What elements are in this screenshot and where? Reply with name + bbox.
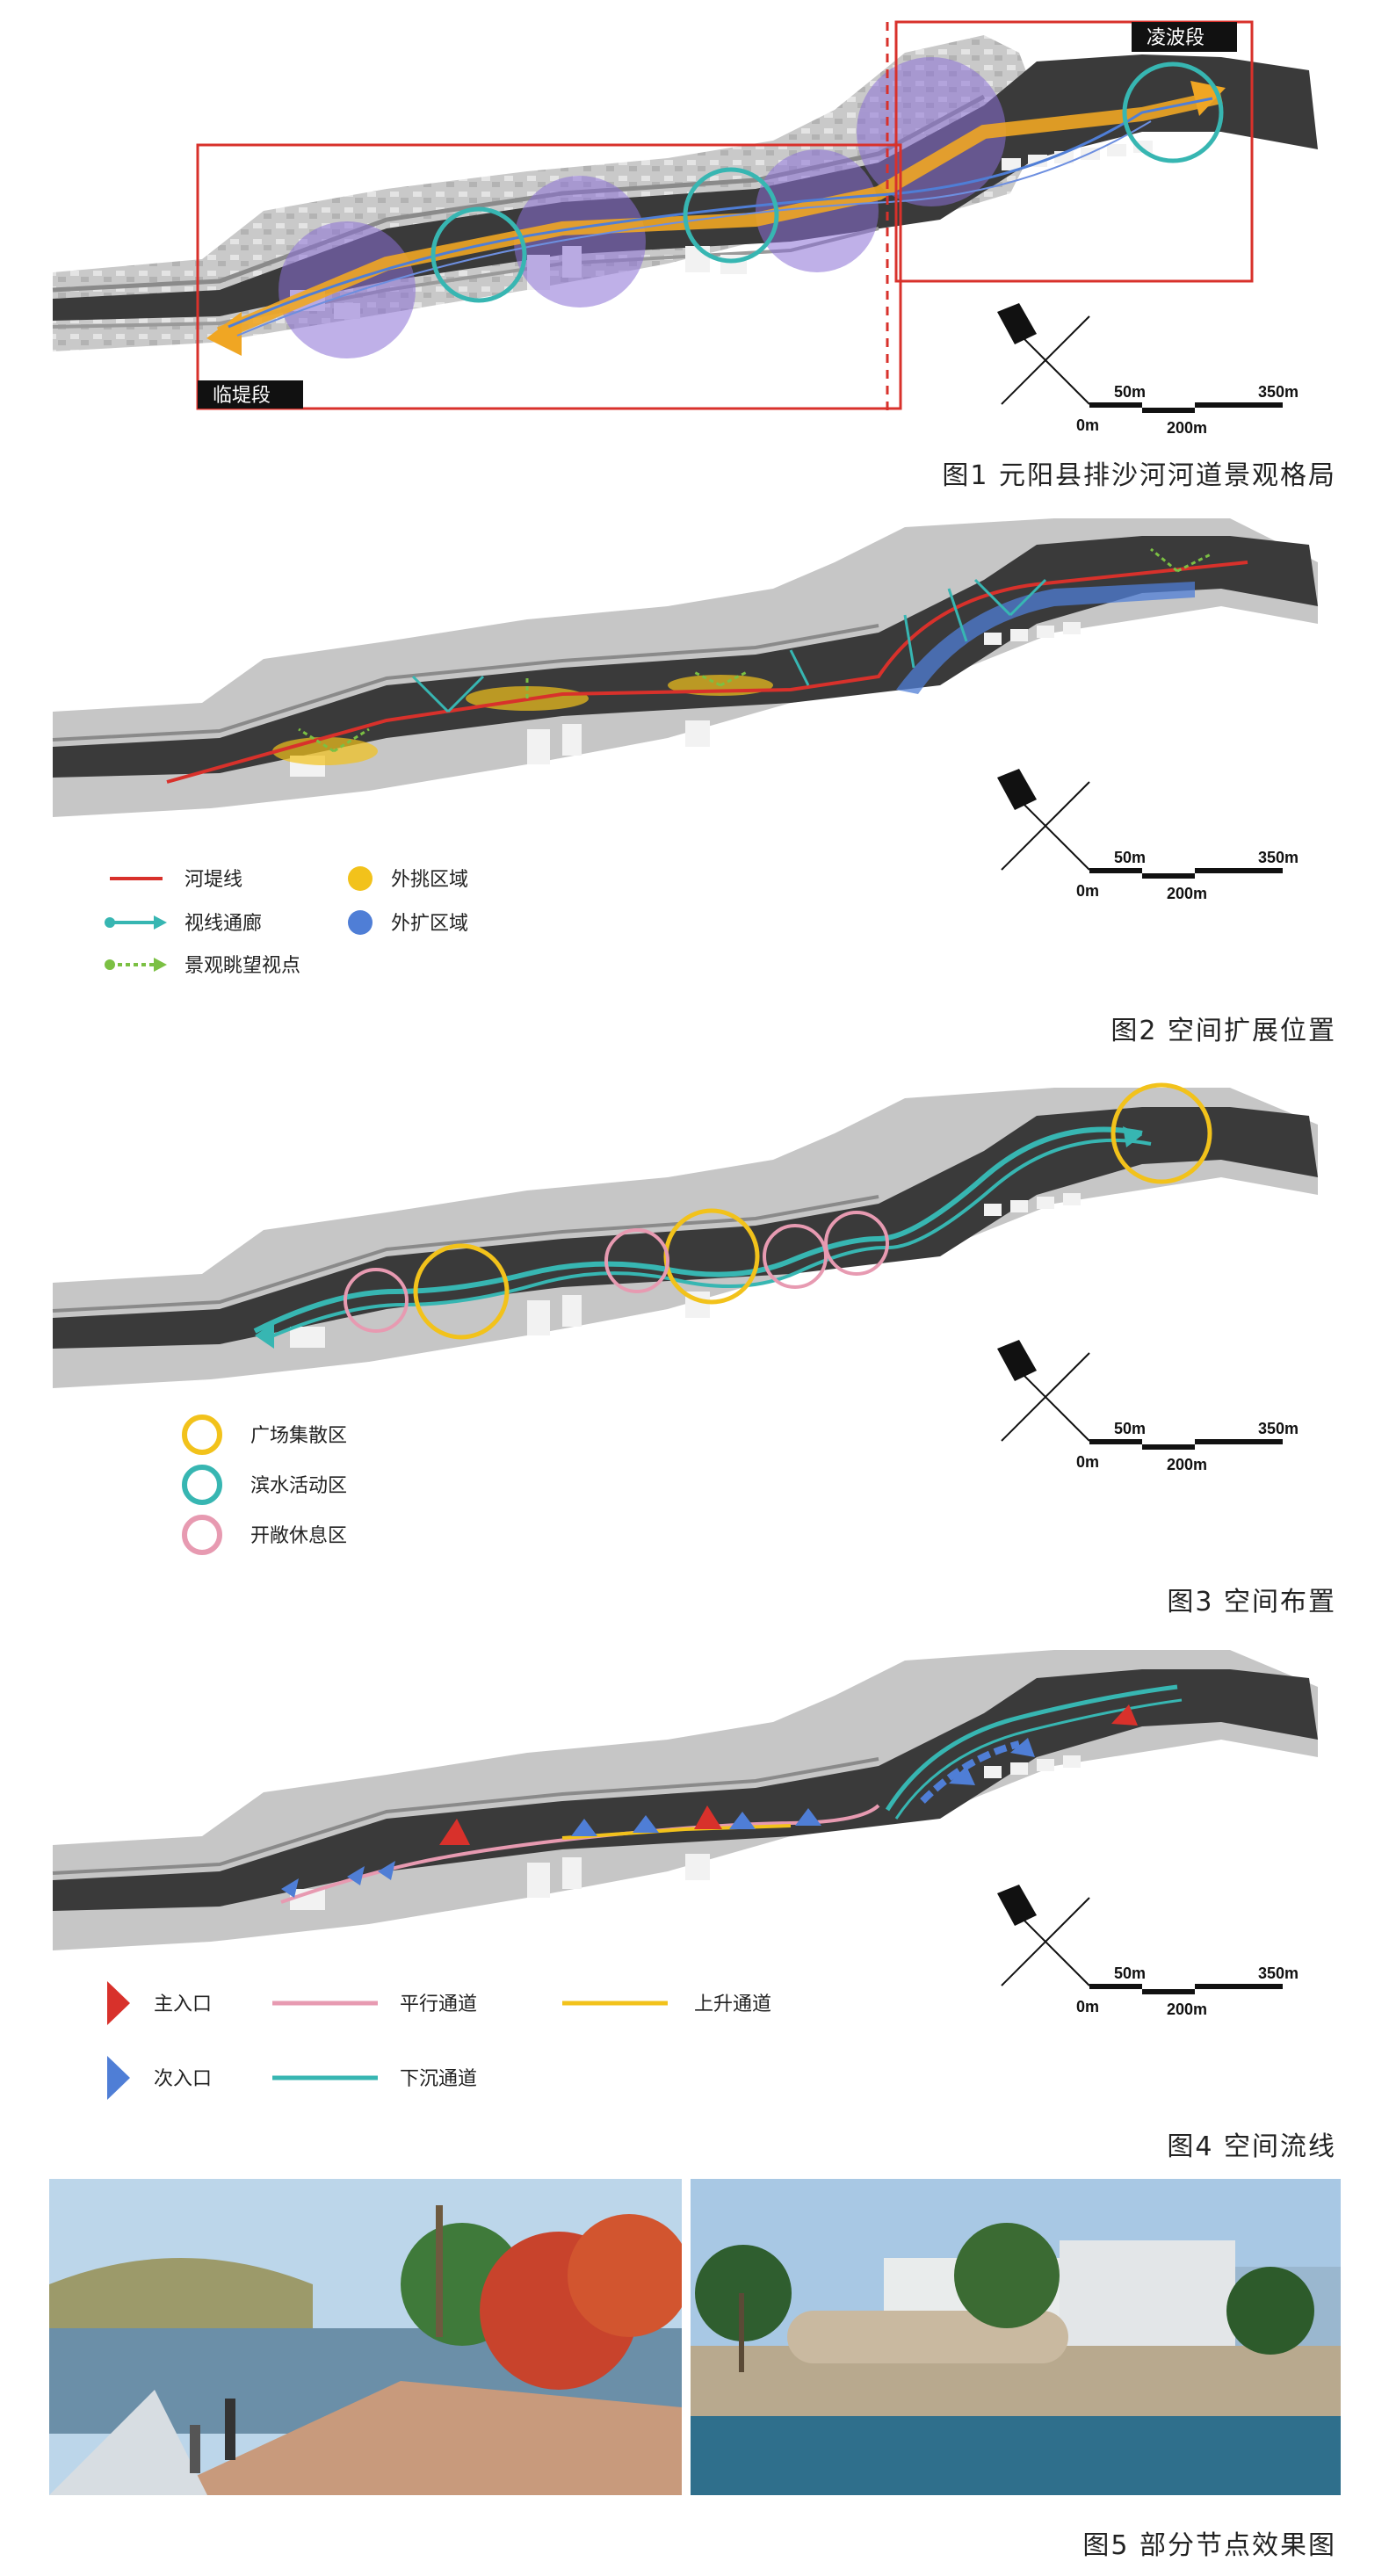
scale-bar: 0m 50m 200m 350m	[1076, 1965, 1299, 2018]
fig5-caption: 图5 部分节点效果图	[1082, 2530, 1336, 2561]
legend-viewpoint: 景观眺望视点	[184, 955, 300, 977]
legend-levee: 河堤线	[184, 869, 242, 891]
tag-east-bg	[1132, 22, 1237, 52]
fig3-map: 0m 50m 200m 350m 广场集散区 滨水活动区 开敞休息区	[52, 1082, 1318, 1555]
blue-ramp	[920, 1740, 1020, 1804]
fig5-render-right	[691, 2179, 1341, 2495]
scale-50m: 50m	[1114, 1965, 1146, 1982]
legend-ascend: 上升通道	[694, 1994, 771, 2015]
fig2-map: 0m 50m 200m 350m 河堤线 视线通廊 景观眺望视点 外挑区域 外扩…	[52, 518, 1318, 977]
scale-0m: 0m	[1076, 1998, 1099, 2015]
north-arrow	[997, 769, 1090, 871]
scale-50m: 50m	[1114, 849, 1146, 866]
fig4-legend: 主入口 平行通道 上升通道 次入口 下沉通道	[107, 1981, 771, 2100]
legend-plaza: 广场集散区	[250, 1425, 347, 1447]
scale-200m: 200m	[1167, 419, 1207, 437]
levee-line	[166, 561, 1248, 784]
frame-west	[196, 143, 902, 410]
orange-arrow-west	[206, 312, 242, 356]
legend-expand: 外扩区域	[391, 913, 468, 935]
descend-path	[894, 1698, 1183, 1820]
main-entries	[439, 1704, 1138, 1845]
secondary-entries	[281, 1738, 1035, 1898]
blue-flow-line	[228, 97, 1213, 329]
scale-bar: 0m 50m 200m 350m	[1076, 849, 1299, 902]
expand-zone	[896, 582, 1195, 694]
fig3-caption: 图3 空间布置	[1167, 1587, 1336, 1617]
buildings	[290, 1755, 1081, 1910]
road	[52, 1195, 879, 1313]
buildings	[290, 622, 1081, 777]
legend-outward: 外挑区域	[391, 869, 468, 891]
teal-nodes	[430, 62, 1224, 303]
label-east: 凌波段	[1147, 27, 1205, 49]
north-arrow	[997, 1885, 1090, 1986]
north-arrow	[997, 303, 1090, 405]
rest-zones	[344, 1211, 889, 1333]
figure-1: 凌波段 临堤段 0m 50m 200m 350m 图1 元阳县排沙河河道景观格局	[0, 0, 1389, 492]
scale-200m: 200m	[1167, 2001, 1207, 2018]
frame-east	[894, 20, 1254, 283]
scale-200m: 200m	[1167, 1456, 1207, 1473]
figure-4: 0m 50m 200m 350m 主入口 平行通道 上升通道 次入口 下沉通道 …	[0, 1634, 1389, 2162]
legend-rest: 开敞休息区	[250, 1525, 347, 1547]
legend-main-entry: 主入口	[154, 1994, 212, 2015]
fig2-caption: 图2 空间扩展位置	[1110, 1016, 1336, 1046]
viewpoint-arrows	[298, 547, 1213, 753]
scale-350m: 350m	[1258, 383, 1299, 401]
blue-flow-line	[236, 120, 1152, 336]
fig2-legend: 河堤线 视线通廊 景观眺望视点 外挑区域 外扩区域	[105, 866, 468, 977]
legend-descend: 下沉通道	[400, 2068, 477, 2090]
fig1-caption: 图1 元阳县排沙河河道景观格局	[942, 460, 1336, 491]
scale-350m: 350m	[1258, 1420, 1299, 1437]
scale-bar: 0m 50m 200m 350m	[1076, 383, 1299, 437]
sightline-arrows	[411, 578, 1047, 713]
fig4-caption: 图4 空间流线	[1167, 2131, 1336, 2162]
scale-50m: 50m	[1114, 1420, 1146, 1437]
legend-sightline: 视线通廊	[184, 913, 262, 935]
waterfront-arrow	[1123, 1126, 1142, 1147]
scale-bar: 0m 50m 200m 350m	[1076, 1420, 1299, 1473]
waterfront-path	[253, 1126, 1143, 1334]
river-channel	[53, 1669, 1318, 1911]
ascend-path	[561, 1824, 792, 1840]
waterfront-arrow	[255, 1322, 274, 1349]
plaza-zones	[413, 1082, 1212, 1340]
buildings	[290, 1193, 1081, 1348]
figure-2: 0m 50m 200m 350m 河堤线 视线通廊 景观眺望视点 外挑区域 外扩…	[0, 510, 1389, 1063]
north-arrow	[997, 1340, 1090, 1442]
figure-3: 0m 50m 200m 350m 广场集散区 滨水活动区 开敞休息区 图3 空间…	[0, 1072, 1389, 1617]
tag-west-bg	[198, 380, 303, 409]
fig3-legend: 广场集散区 滨水活动区 开敞休息区	[182, 1415, 347, 1555]
scale-0m: 0m	[1076, 416, 1099, 434]
legend-parallel: 平行通道	[400, 1994, 477, 2015]
fig4-map: 0m 50m 200m 350m 主入口 平行通道 上升通道 次入口 下沉通道	[52, 1650, 1318, 2100]
fig5-render-left	[49, 2179, 682, 2495]
scale-0m: 0m	[1076, 1453, 1099, 1471]
road	[52, 1757, 879, 1875]
road	[52, 624, 879, 742]
river-channel	[53, 536, 1318, 778]
legend-secondary-entry: 次入口	[154, 2068, 212, 2090]
scale-0m: 0m	[1076, 882, 1099, 900]
scale-350m: 350m	[1258, 1965, 1299, 1982]
scale-350m: 350m	[1258, 849, 1299, 866]
legend-waterfront: 滨水活动区	[250, 1475, 347, 1497]
scale-200m: 200m	[1167, 885, 1207, 902]
figure-5: 图5 部分节点效果图	[0, 2179, 1389, 2576]
river-channel	[53, 1107, 1318, 1349]
purple-zones	[279, 57, 1006, 358]
label-west: 临堤段	[213, 385, 271, 407]
scale-50m: 50m	[1114, 383, 1146, 401]
descend-path	[885, 1684, 1178, 1812]
fig1-map: 凌波段 临堤段 0m 50m 200m 350m	[52, 20, 1318, 437]
